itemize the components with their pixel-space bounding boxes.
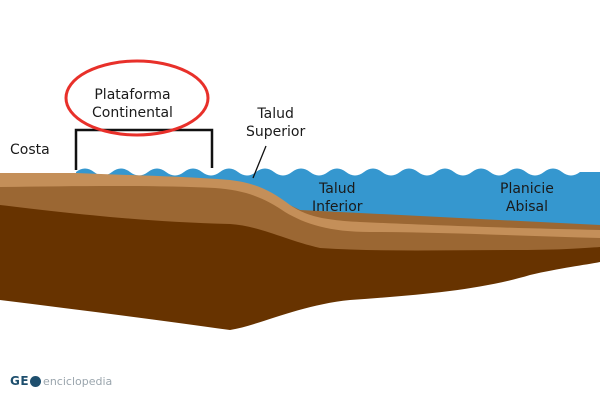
label-line: Plataforma bbox=[94, 87, 171, 103]
geoenciclopedia-logo: GE enciclopedia bbox=[10, 374, 112, 388]
label-line: Planicie bbox=[500, 181, 554, 197]
label-line: Superior bbox=[246, 124, 306, 140]
label-line: Talud bbox=[319, 181, 356, 197]
logo-bold-text: GE bbox=[10, 374, 30, 388]
label-plataforma-continental: Plataforma Continental bbox=[92, 86, 173, 122]
continental-shelf-sand bbox=[0, 173, 600, 238]
highlight-ellipse bbox=[64, 59, 210, 137]
label-line: Continental bbox=[92, 105, 173, 121]
label-talud-superior: Talud Superior bbox=[246, 105, 305, 141]
shelf-bracket bbox=[74, 128, 214, 170]
globe-icon bbox=[30, 375, 42, 387]
logo-rest-text: enciclopedia bbox=[43, 374, 113, 388]
label-line: Abisal bbox=[505, 199, 548, 215]
label-talud-inferior: Talud Inferior bbox=[312, 180, 363, 216]
label-planicie-abisal: Planicie Abisal bbox=[500, 180, 554, 216]
label-costa: Costa bbox=[10, 142, 50, 158]
label-line: Talud bbox=[257, 106, 294, 122]
talud-superior-pointer bbox=[252, 145, 267, 179]
label-line: Inferior bbox=[312, 199, 363, 215]
